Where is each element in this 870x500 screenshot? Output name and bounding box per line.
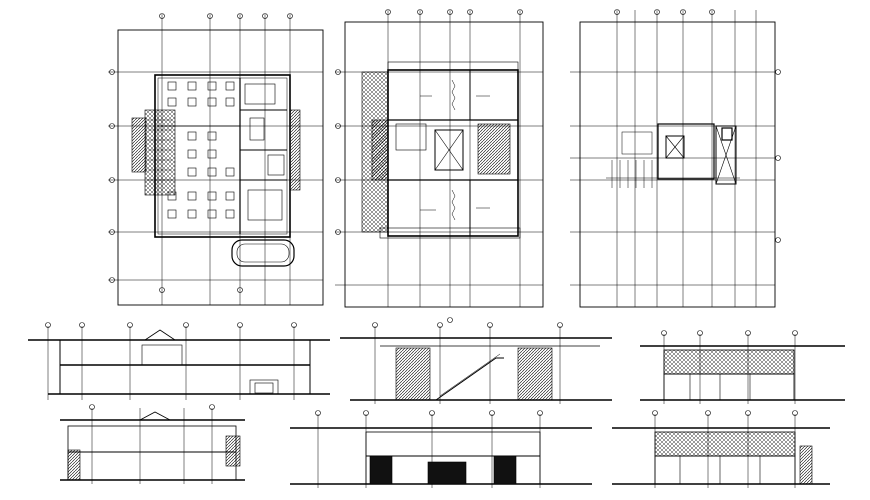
dining-tables [167,81,235,219]
elevation-4 [612,410,830,488]
elevation-3 [290,410,592,488]
ground-floor-plan [108,13,324,306]
roof-plan [570,9,781,308]
ground-grid-bubbles [109,13,293,293]
section-b [340,322,612,404]
first-floor-plan [335,9,544,323]
section-a [28,322,330,400]
elevation-2 [60,404,245,484]
elevation-1 [640,330,845,404]
